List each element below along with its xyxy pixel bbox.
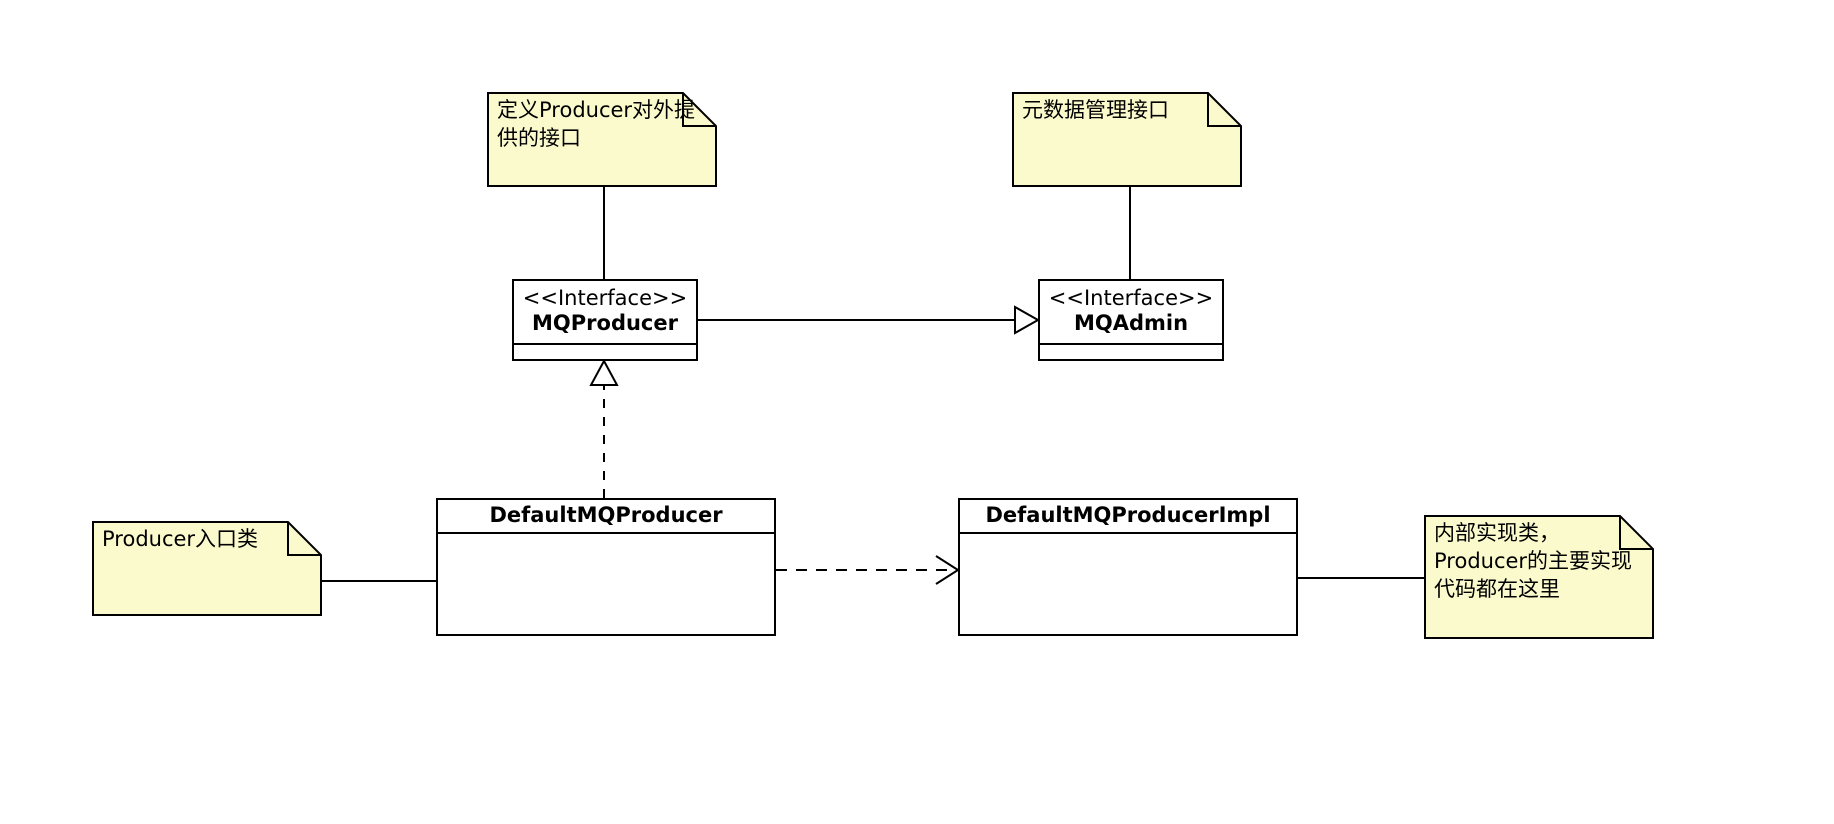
relation-generalization-mqproducer-mqadmin [698, 305, 1041, 335]
note-shape [1424, 515, 1654, 639]
class-box-mqadmin[interactable]: <<Interface>> MQAdmin [1038, 279, 1224, 361]
class-box-defaultmqproducer[interactable]: DefaultMQProducer [436, 498, 776, 636]
relation-dependency-defaultmqproducer-defaultmqproducerimpl [776, 555, 960, 585]
class-header: <<Interface>> MQAdmin [1040, 281, 1222, 345]
relation-realization-defaultmqproducer-mqproducer [589, 358, 619, 498]
class-name-label: MQProducer [532, 310, 678, 335]
note-mqproducer: 定义Producer对外提供的接口 [487, 92, 717, 187]
class-name-label: MQAdmin [1073, 310, 1189, 335]
note-text: 元数据管理接口 [1022, 98, 1169, 122]
class-box-defaultmqproducerimpl[interactable]: DefaultMQProducerImpl [958, 498, 1298, 636]
note-defaultmqproducer: Producer入口类 [92, 521, 322, 616]
stereotype-label: <<Interface>> [522, 286, 688, 310]
class-box-mqproducer[interactable]: <<Interface>> MQProducer [512, 279, 698, 361]
note-text: 定义Producer对外提供的接口 [497, 98, 696, 150]
note-text: Producer入口类 [102, 527, 259, 551]
stereotype-label: <<Interface>> [1048, 286, 1214, 310]
class-header: <<Interface>> MQProducer [514, 281, 696, 345]
note-shape [92, 521, 322, 616]
note-shape [487, 92, 717, 187]
note-text: 内部实现类，Producer的主要实现代码都在这里 [1434, 521, 1633, 601]
note-defaultmqproducerimpl: 内部实现类，Producer的主要实现代码都在这里 [1424, 515, 1654, 639]
class-name-label: DefaultMQProducer [489, 503, 723, 527]
class-header: DefaultMQProducerImpl [960, 500, 1296, 534]
class-header: DefaultMQProducer [438, 500, 774, 534]
class-name-label: DefaultMQProducerImpl [985, 503, 1271, 527]
note-mqadmin: 元数据管理接口 [1012, 92, 1242, 187]
note-shape [1012, 92, 1242, 187]
